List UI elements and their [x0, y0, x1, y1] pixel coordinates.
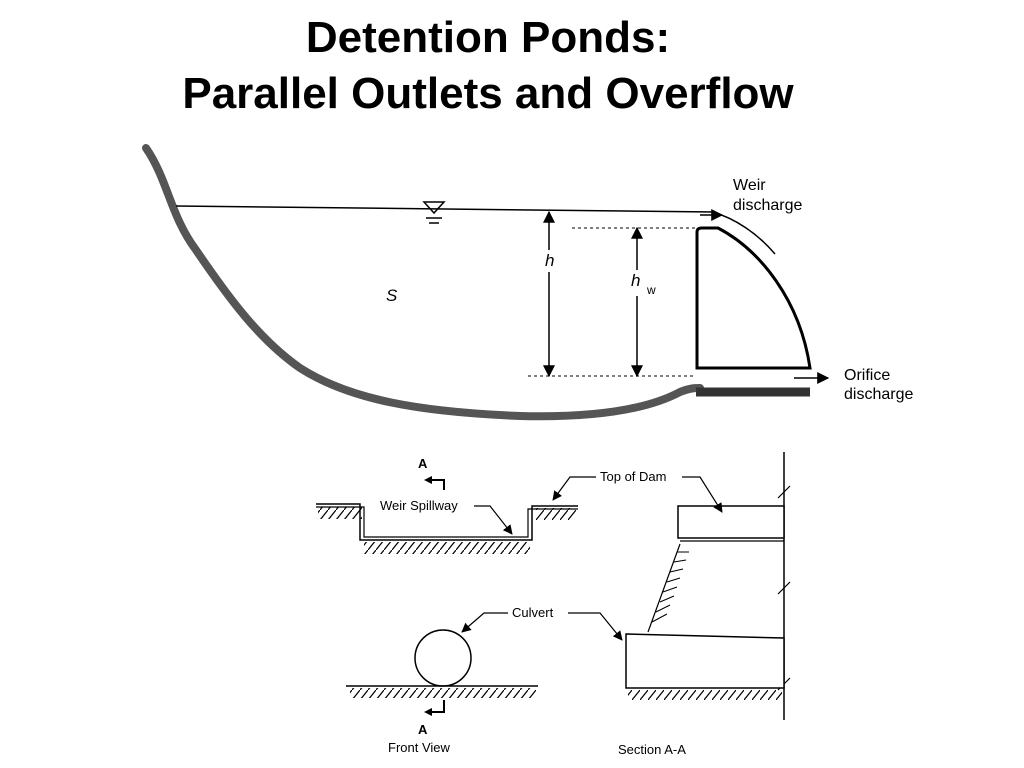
dam-slope-hatch	[651, 551, 689, 623]
culvert-circle	[414, 629, 472, 687]
outlet-structure	[695, 226, 812, 370]
water-surface-line	[175, 205, 715, 213]
front-view: A Weir Spillway Culvert A Front View	[316, 456, 623, 755]
slide-title: Detention Ponds: Parallel Outlets and Ov…	[0, 10, 976, 122]
section-marker-bottom-label: A	[418, 722, 428, 737]
weir-head-label: h	[631, 271, 640, 290]
weir-spillway-label: Weir Spillway	[380, 498, 458, 513]
section-view-caption: Section A-A	[618, 742, 686, 757]
ground-hatch-section	[628, 690, 782, 700]
weir-spillway-profile	[316, 503, 578, 554]
section-marker-top: A	[418, 456, 445, 490]
weir-discharge-label-2: discharge	[733, 197, 802, 214]
section-marker-top-label: A	[418, 456, 428, 471]
section-view: Top of Dam Section A-A	[600, 452, 791, 757]
pond-diagram: S h h w Weir discharge Orifice discharge	[142, 144, 913, 421]
top-of-dam-leader-right	[682, 476, 723, 513]
top-of-dam-leader-left	[552, 476, 596, 501]
title-line-2: Parallel Outlets and Overflow	[182, 69, 794, 118]
pond-bank	[142, 144, 704, 421]
front-view-caption: Front View	[388, 740, 451, 755]
head-label: h	[545, 251, 554, 270]
culvert-leader-right	[568, 612, 623, 641]
dam-crest-block	[677, 505, 785, 539]
top-of-dam-label: Top of Dam	[600, 469, 666, 484]
weir-head-subscript: w	[646, 283, 656, 297]
water-surface-triangle-icon	[422, 201, 446, 224]
weir-discharge-label-1: Weir	[733, 177, 766, 194]
culvert-label: Culvert	[512, 605, 554, 620]
break-mark-1	[777, 485, 791, 499]
weir-spillway-leader	[474, 505, 513, 535]
ground-hatch-front	[350, 688, 536, 698]
dam-slope	[647, 543, 681, 633]
orifice-discharge-label-2: discharge	[844, 386, 913, 403]
section-marker-bottom: A	[418, 700, 445, 737]
break-mark-2	[777, 581, 791, 595]
title-line-1: Detention Ponds:	[305, 13, 671, 62]
culvert-barrel	[625, 633, 785, 689]
orifice-discharge-label-1: Orifice	[844, 367, 890, 384]
storage-label: S	[386, 286, 398, 305]
culvert-leader-left	[461, 612, 508, 633]
